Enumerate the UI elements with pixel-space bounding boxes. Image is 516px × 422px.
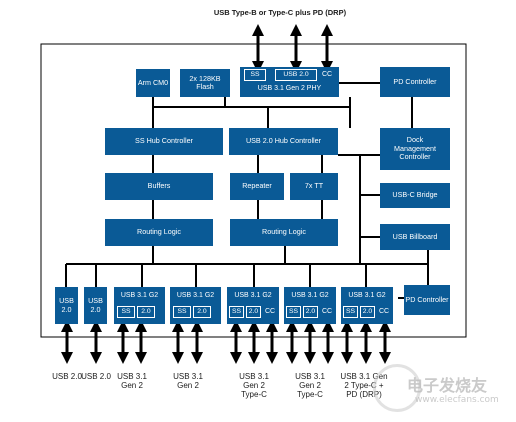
port-usb31-g2-5-20: 2.0 [360,306,375,318]
port-usb31-g2-4-label: USB 3.1 G2 [291,292,329,299]
watermark-cn-text: 电子发烧友 [407,376,488,395]
port-usb31-g2-1-label: USB 3.1 G2 [120,292,159,299]
usbc-bridge-block: USB-C Bridge [380,183,450,208]
port-usb31-g2-3: USB 3.1 G2 SS 2.0 CC [227,287,279,324]
pd-controller-bottom-block: PD Controller [404,285,450,315]
flash-block: 2x 128KB Flash [180,69,230,97]
bottom-label-usb31-typec-pd: USB 3.1 Gen 2 Type-C + PD (DRP) [340,372,388,399]
port-usb31-g2-3-ss: SS [229,306,244,318]
bottom-label-usb31-1: USB 3.1 Gen 2 [117,372,147,390]
pd-controller-top-label: PD Controller [393,76,437,86]
port-usb31-g2-1-20: 2.0 [137,306,155,318]
buffers-label: Buffers [147,181,171,191]
port-usb31-g2-4-ss: SS [286,306,301,318]
flash-label: 2x 128KB Flash [189,73,221,91]
port-usb31-g2-2-label: USB 3.1 G2 [176,292,215,299]
phy-usb20-port: USB 2.0 [275,69,317,81]
phy-block: SS USB 2.0 CC USB 3.1 Gen 2 PHY [240,67,339,97]
usb20-hub-controller-block: USB 2.0 Hub Controller [229,128,338,155]
tt-block: 7x TT [290,173,338,200]
dock-management-block: Dock Management Controller [380,128,450,170]
phy-ss-port: SS [244,69,266,81]
bottom-label-usb20-2: USB 2.0 [81,372,111,381]
pd-controller-bottom-label: PD Controller [405,294,449,304]
routing-logic-right-block: Routing Logic [230,219,338,246]
port-usb31-g2-4: USB 3.1 G2 SS 2.0 CC [284,287,336,324]
bottom-label-usb31-typec-2: USB 3.1 Gen 2 Type-C [295,372,325,399]
port-usb31-g2-4-cc: CC [321,308,333,315]
usbc-bridge-label: USB-C Bridge [392,190,438,200]
routing-logic-right-label: Routing Logic [262,227,306,237]
tt-label: 7x TT [304,181,324,191]
port-usb31-g2-1: USB 3.1 G2 SS 2.0 [114,287,165,324]
port-usb31-g2-3-20: 2.0 [246,306,261,318]
top-connector-label: USB Type-B or Type-C plus PD (DRP) [213,8,347,17]
ss-hub-controller-block: SS Hub Controller [105,128,223,155]
port-usb31-g2-3-label: USB 3.1 G2 [234,292,272,299]
port-usb31-g2-5: USB 3.1 G2 SS 2.0 CC [341,287,393,324]
dock-management-label: Dock Management Controller [394,135,436,162]
port-usb31-g2-2: USB 3.1 G2 SS 2.0 [170,287,221,324]
phy-cc-port: CC [321,71,333,78]
routing-logic-left-block: Routing Logic [105,219,213,246]
port-usb31-g2-3-cc: CC [264,308,276,315]
port-usb20-1: USB 2.0 [55,287,78,324]
buffers-block: Buffers [105,173,213,200]
watermark-logo-icon [373,364,421,412]
ss-hub-label: SS Hub Controller [135,136,193,146]
bottom-label-usb31-2: USB 3.1 Gen 2 [173,372,203,390]
port-usb31-g2-5-label: USB 3.1 G2 [348,292,386,299]
usb-billboard-label: USB Billboard [392,231,438,241]
port-usb20-1-label: USB 2.0 [59,296,74,314]
bottom-label-usb20-1: USB 2.0 [52,372,82,381]
port-usb31-g2-5-ss: SS [343,306,358,318]
port-usb20-2: USB 2.0 [84,287,107,324]
port-usb20-2-label: USB 2.0 [88,296,103,314]
bottom-label-usb31-typec-1: USB 3.1 Gen 2 Type-C [239,372,269,399]
usb20-hub-label: USB 2.0 Hub Controller [245,136,322,146]
port-usb31-g2-4-20: 2.0 [303,306,318,318]
port-usb31-g2-1-ss: SS [117,306,135,318]
port-usb31-g2-2-20: 2.0 [193,306,211,318]
repeater-label: Repeater [242,181,272,191]
port-usb31-g2-2-ss: SS [173,306,191,318]
arm-cm0-label: Arm CM0 [137,77,169,87]
port-usb31-g2-5-cc: CC [378,308,390,315]
phy-label: USB 3.1 Gen 2 PHY [257,85,322,92]
arm-cm0-block: Arm CM0 [136,69,170,97]
usb-billboard-block: USB Billboard [380,224,450,250]
watermark-url-text: www.elecfans.com [415,395,499,405]
repeater-block: Repeater [230,173,284,200]
routing-logic-left-label: Routing Logic [137,227,181,237]
pd-controller-top-block: PD Controller [380,67,450,97]
